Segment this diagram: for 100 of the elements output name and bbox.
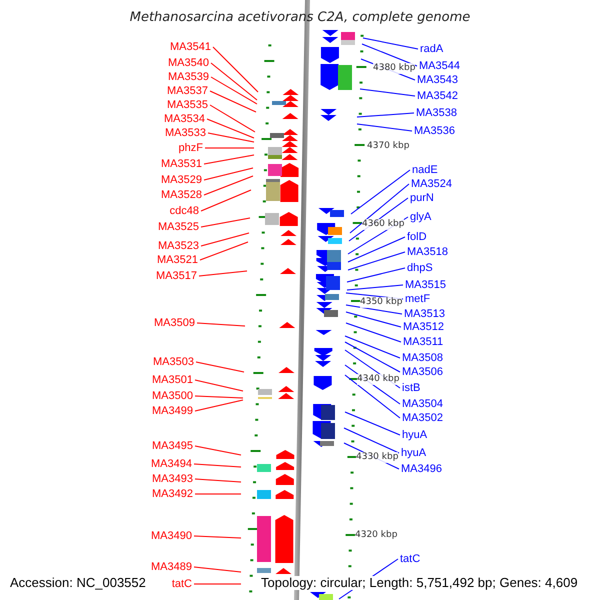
- gene-label: MA3525: [158, 220, 199, 234]
- leader-line: [194, 566, 242, 572]
- leader-line: [194, 464, 242, 468]
- gene-label: MA3536: [414, 124, 455, 138]
- gene-label: purN: [410, 192, 434, 204]
- scale-label: 4320 kbp: [355, 530, 398, 540]
- gene-label: MA3541: [170, 40, 211, 54]
- gene-label: MA3506: [402, 366, 443, 378]
- gene-label: MA3535: [167, 98, 208, 112]
- leader-line: [210, 76, 258, 104]
- gene-label: MA3543: [417, 74, 458, 86]
- leader-line: [204, 176, 254, 196]
- gene-label: tatC: [400, 552, 420, 566]
- gene-label: MA3509: [154, 316, 195, 330]
- leader-line: [200, 242, 248, 260]
- gene-label: nadE: [412, 164, 438, 176]
- gene-label: MA3539: [168, 70, 209, 84]
- leader-line: [194, 446, 242, 456]
- leader-line: [200, 232, 250, 246]
- gene-label: MA3540: [168, 56, 209, 70]
- chart-title: Methanosarcina acetivorans C2A, complete genome: [128, 10, 472, 26]
- gene-label: MA3504: [402, 398, 443, 410]
- gene-label: MA3533: [165, 126, 206, 140]
- leader-line: [356, 124, 412, 132]
- scale-label: 4350 kbp: [360, 296, 402, 308]
- gene-label: MA3528: [161, 188, 202, 202]
- gene-label: MA3518: [407, 246, 448, 258]
- leader-line: [348, 252, 406, 270]
- gene-label: hyuA: [402, 428, 428, 442]
- leader-line: [344, 342, 400, 372]
- gene-label: MA3508: [402, 352, 443, 364]
- gene-label: MA3489: [151, 560, 192, 574]
- gene-label: MA3503: [153, 356, 194, 368]
- gene-label: MA3542: [417, 90, 458, 102]
- gene-label: MA3513: [404, 308, 445, 320]
- gene-label: MA3494: [151, 458, 192, 470]
- gene-label: dhpS: [407, 262, 433, 274]
- leader-line: [196, 322, 246, 326]
- leader-line: [346, 312, 402, 328]
- leader-line: [344, 428, 400, 454]
- leader-line: [344, 374, 400, 418]
- leader-line: [346, 284, 404, 290]
- leader-line: [200, 190, 252, 212]
- leader-line: [194, 478, 242, 482]
- gene-label: MA3537: [167, 84, 208, 98]
- gene-label: tatC: [172, 578, 192, 590]
- scale-label: 4330 kbp: [356, 452, 398, 462]
- gene-label: MA3529: [161, 174, 202, 186]
- gene-label: glyA: [410, 210, 432, 224]
- scale-label: 4340 kbp: [357, 374, 400, 384]
- leader-line: [194, 536, 242, 538]
- gene-label: MA3531: [161, 158, 202, 170]
- accession-text: Accession: NC_003552: [8, 576, 148, 590]
- leader-line: [212, 46, 258, 92]
- leader-line: [346, 268, 406, 282]
- gene-label: MA3534: [164, 112, 205, 126]
- leader-line: [208, 132, 254, 142]
- leader-line: [344, 412, 400, 436]
- gene-label: MA3511: [403, 336, 444, 348]
- leader-line: [356, 112, 414, 118]
- leader-line: [194, 396, 244, 398]
- gene-label: MA3493: [152, 472, 193, 486]
- leader-line: [204, 154, 254, 164]
- leader-line: [198, 270, 248, 276]
- gene-label: MA3500: [152, 390, 193, 402]
- gene-label: MA3492: [152, 488, 193, 500]
- gene-label: MA3523: [158, 240, 199, 252]
- leader-line: [210, 104, 256, 132]
- gene-label: MA3517: [156, 270, 197, 282]
- scale-label: 4360 kbp: [362, 218, 404, 230]
- scale-label: 4380 kbp: [373, 62, 416, 74]
- gene-label: phzF: [178, 142, 203, 154]
- leader-line: [350, 184, 410, 234]
- leader-line: [346, 322, 402, 342]
- leader-line: [362, 38, 418, 50]
- gene-label: radA: [420, 42, 444, 56]
- leader-line: [194, 380, 244, 392]
- gene-label: MA3490: [151, 530, 192, 542]
- leader-line: [204, 168, 254, 180]
- gene-label: MA3495: [152, 440, 193, 452]
- gene-label: MA3501: [152, 374, 193, 386]
- genome-info-text: Topology: circular; Length: 5,751,492 bp; Genes: 4,609: [259, 576, 580, 590]
- gene-label: folD: [407, 230, 427, 244]
- gene-label: MA3524: [411, 178, 452, 190]
- gene-label: MA3499: [152, 404, 193, 418]
- leader-line: [196, 362, 244, 372]
- gene-label: MA3544: [419, 60, 460, 72]
- leader-line: [200, 218, 250, 228]
- leader-line: [206, 118, 254, 138]
- leader-line: [348, 236, 406, 262]
- leader-line: [360, 88, 416, 96]
- leader-line: [210, 62, 258, 100]
- gene-label: MA3496: [401, 462, 442, 476]
- gene-label: metF: [405, 292, 430, 306]
- gene-label: cdc48: [170, 204, 199, 218]
- gene-label: MA3515: [405, 278, 446, 292]
- gene-label: istB: [402, 382, 420, 394]
- leader-line: [350, 170, 410, 214]
- gene-label: MA3502: [402, 412, 443, 424]
- leader-line: [346, 304, 402, 314]
